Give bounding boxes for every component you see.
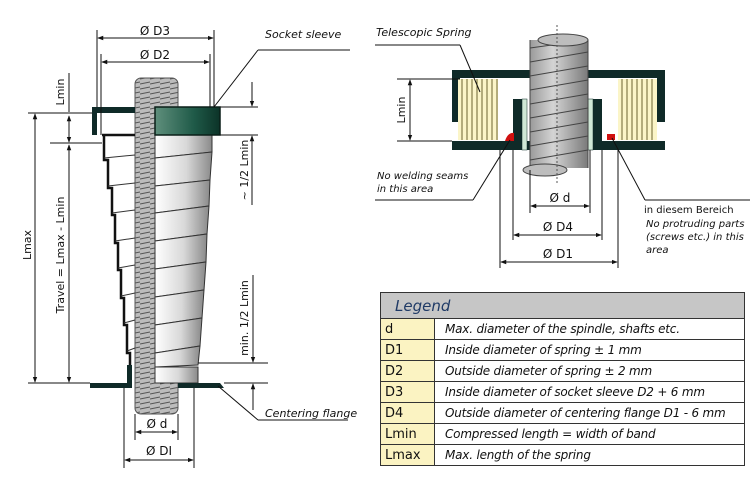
legend-desc: Max. diameter of the spindle, shafts etc… — [434, 318, 745, 340]
centering-flange — [90, 365, 224, 388]
label-right-d4: Ø D4 — [543, 220, 573, 234]
label-no-welding-1: No welding seams — [377, 171, 468, 182]
legend-key: D4 — [380, 402, 435, 424]
label-telescopic-spring: Telescopic Spring — [376, 26, 472, 39]
label-lmin: Lmin — [54, 79, 67, 106]
label-centering-flange: Centering flange — [265, 407, 357, 420]
label-no-protruding-2: (screws etc.) in this — [646, 232, 744, 243]
legend-key: D1 — [380, 339, 435, 361]
label-socket-sleeve: Socket sleeve — [265, 28, 342, 41]
right-threaded-spindle — [522, 25, 589, 185]
legend-title: Legend — [380, 292, 745, 319]
telescopic-spring-coils — [458, 79, 657, 140]
left-diagram: Ø D3 Ø D2 Socket sleeve Lmin Lmax Travel… — [21, 24, 357, 468]
label-d3: Ø D3 — [140, 24, 170, 38]
label-right-d: Ø d — [550, 191, 571, 205]
label-bereich: in diesem Bereich — [644, 205, 734, 216]
label-travel: Travel = Lmax - Lmin — [54, 197, 67, 315]
socket-sleeve — [92, 106, 221, 136]
telescopic-spring-body — [102, 133, 213, 384]
label-d2: Ø D2 — [140, 48, 170, 62]
label-lmax: Lmax — [21, 229, 34, 260]
label-no-protruding-3: area — [646, 245, 669, 256]
label-right-lmin: Lmin — [395, 97, 408, 124]
label-no-protruding-1: No protruding parts — [646, 219, 744, 230]
label-d: Ø d — [147, 417, 168, 431]
label-d1: Ø DI — [146, 444, 172, 458]
legend-key: Lmax — [380, 444, 435, 466]
legend-desc: Compressed length = width of band — [434, 423, 745, 445]
legend-desc: Inside diameter of spring ± 1 mm — [434, 339, 745, 361]
label-min-half-lmin: min. 1/2 Lmin — [238, 280, 251, 356]
left-dimension-lines — [28, 30, 350, 468]
legend-desc: Inside diameter of socket sleeve D2 + 6 … — [434, 381, 745, 403]
weld-seam-mark — [505, 132, 514, 141]
legend-desc: Outside diameter of centering flange D1 … — [434, 402, 745, 424]
legend-desc: Max. length of the spring — [445, 448, 591, 462]
label-right-d1: Ø D1 — [543, 247, 573, 261]
label-no-welding-2: in this area — [377, 184, 433, 195]
legend-desc: Outside diameter of spring ± 2 mm — [434, 360, 745, 382]
screw-mark — [607, 134, 615, 140]
legend-key: Lmin — [380, 423, 435, 445]
legend-key: D3 — [380, 381, 435, 403]
legend-row: Lmax Max. length of the spring — [380, 444, 745, 466]
legend-key: d — [380, 318, 435, 340]
right-dimension-lines — [375, 44, 750, 268]
right-diagram: Telescopic Spring Lmin No welding seams … — [375, 25, 750, 268]
legend-key: D2 — [380, 360, 435, 382]
label-half-lmin: ~ 1/2 Lmin — [238, 140, 251, 201]
